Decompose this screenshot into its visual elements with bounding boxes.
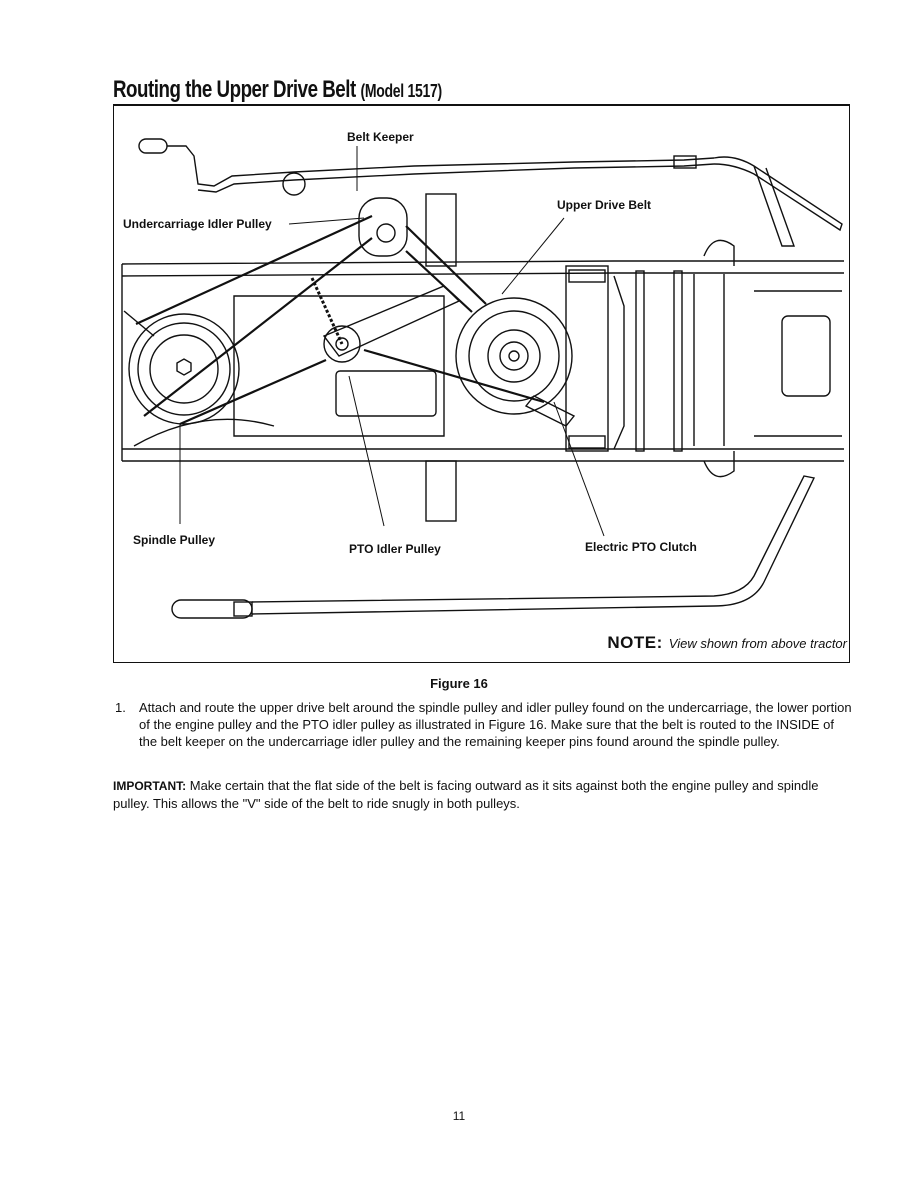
undercarriage-frame — [121, 193, 844, 522]
figure-caption: Figure 16 — [430, 676, 488, 691]
label-upper-drive-belt: Upper Drive Belt — [557, 198, 652, 212]
important-text: Make certain that the flat side of the b… — [113, 778, 819, 811]
label-electric-pto-clutch: Electric PTO Clutch — [585, 540, 697, 554]
instruction-step-1: 1. Attach and route the upper drive belt… — [113, 699, 853, 750]
deck-and-discharge — [123, 310, 275, 447]
label-undercarriage-idler-pulley: Undercarriage Idler Pulley — [123, 217, 272, 231]
figure-note: NOTE: View shown from above tractor — [607, 633, 847, 653]
section-heading: Routing the Upper Drive Belt (Model 1517… — [113, 76, 853, 104]
label-spindle-pulley: Spindle Pulley — [133, 533, 216, 547]
step-number: 1. — [115, 700, 126, 715]
upper-drive-belt-path — [135, 214, 545, 426]
page-number: 11 — [452, 1109, 466, 1123]
heading-model: (Model 1517) — [360, 81, 443, 101]
heading-rule — [113, 104, 850, 106]
figure-16-frame: Belt Keeper Undercarriage Idler Pulley U… — [113, 106, 850, 663]
note-text: View shown from above tractor — [668, 636, 847, 651]
label-belt-keeper: Belt Keeper — [347, 130, 414, 144]
important-note: IMPORTANT: Make certain that the flat si… — [113, 777, 853, 812]
lift-lever-illustration — [138, 138, 843, 247]
pto-idler-pulley-drawing — [310, 277, 461, 363]
electric-pto-clutch-drawing — [455, 297, 576, 427]
note-label: NOTE: — [607, 633, 663, 652]
callout-leader-lines — [179, 146, 605, 537]
important-label: IMPORTANT: — [113, 779, 187, 793]
step-text: Attach and route the upper drive belt ar… — [139, 700, 852, 749]
undercarriage-idler-pulley-drawing — [358, 197, 408, 257]
spindle-pulley-drawing — [128, 313, 240, 425]
lower-handle-illustration — [171, 475, 816, 619]
label-pto-idler-pulley: PTO Idler Pulley — [349, 542, 441, 556]
heading-main: Routing the Upper Drive Belt — [113, 76, 356, 103]
belt-routing-diagram — [121, 138, 844, 619]
